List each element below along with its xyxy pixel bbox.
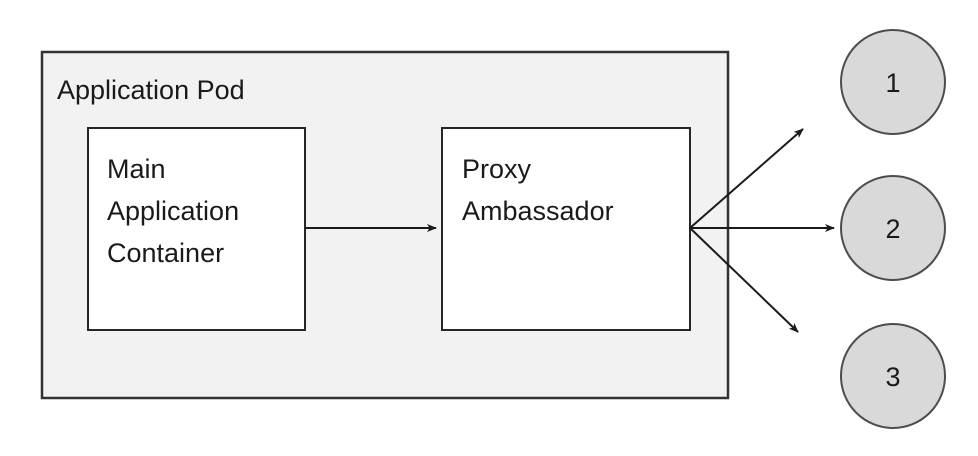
proxy-ambassador-label: Proxy Ambassador	[462, 154, 614, 226]
main-application-container-label: Main Application Container	[107, 154, 247, 268]
endpoint-1-label: 1	[885, 68, 900, 98]
edge-proxy-to-endpoint-1	[689, 128, 804, 229]
container-label-line: Main	[107, 154, 166, 184]
endpoint-3-circle	[840, 323, 946, 429]
endpoint-2-label: 2	[885, 214, 900, 244]
proxy-ambassador[interactable]: Proxy Ambassador	[441, 127, 691, 331]
container-label-line: Application	[107, 196, 239, 226]
application-pod-label: Application Pod	[57, 75, 245, 105]
endpoint-2-circle	[840, 175, 946, 281]
main-application-container[interactable]: Main Application Container	[87, 127, 306, 331]
endpoint-1-circle	[840, 29, 946, 135]
endpoint-3-label: 3	[885, 362, 900, 392]
container-label-line: Ambassador	[462, 196, 614, 226]
endpoint-2[interactable]: 2	[840, 175, 946, 281]
main-application-container-rect	[87, 127, 306, 331]
edge-proxy-to-endpoint-3	[689, 227, 799, 333]
proxy-ambassador-rect	[441, 127, 691, 331]
endpoint-3[interactable]: 3	[840, 323, 946, 429]
container-label-line: Container	[107, 238, 224, 268]
container-label-line: Proxy	[462, 154, 532, 184]
endpoint-1[interactable]: 1	[840, 29, 946, 135]
